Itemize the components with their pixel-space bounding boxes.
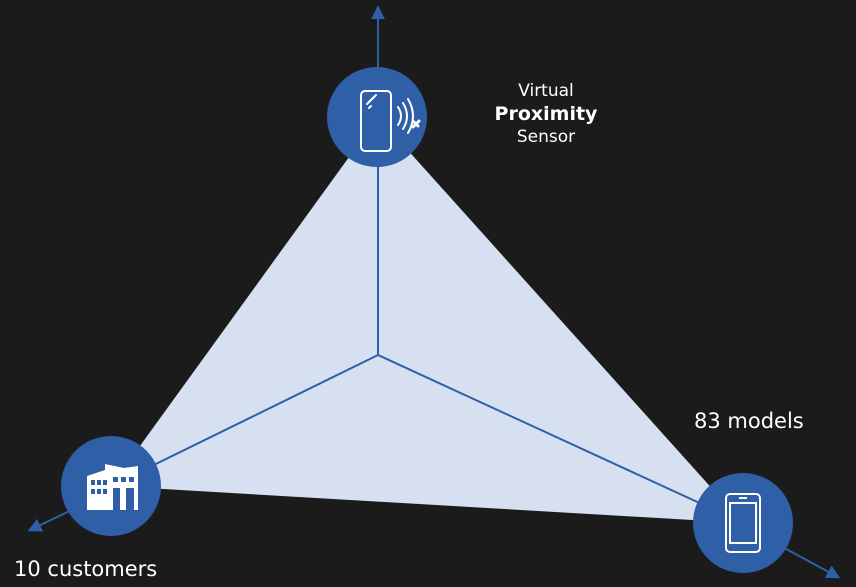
- triangle-area: [111, 117, 743, 523]
- smartphone-icon: [725, 493, 761, 553]
- top-axis-label-line3: Sensor: [516, 127, 576, 147]
- top-node: [327, 67, 427, 167]
- right-axis-label: 83 models: [694, 409, 804, 433]
- right-spoke: [377, 354, 744, 524]
- right-node: [693, 473, 793, 573]
- top-axis-label: Virtual Proximity Sensor: [446, 80, 646, 149]
- factory-building-icon: [87, 464, 138, 510]
- left-node: [61, 436, 161, 536]
- top-axis-label-line2: Proximity: [494, 103, 598, 125]
- top-axis-label-line1: Virtual: [518, 81, 574, 101]
- phone-proximity-sensor-icon: [360, 90, 421, 152]
- left-axis-label: 10 customers: [14, 557, 158, 581]
